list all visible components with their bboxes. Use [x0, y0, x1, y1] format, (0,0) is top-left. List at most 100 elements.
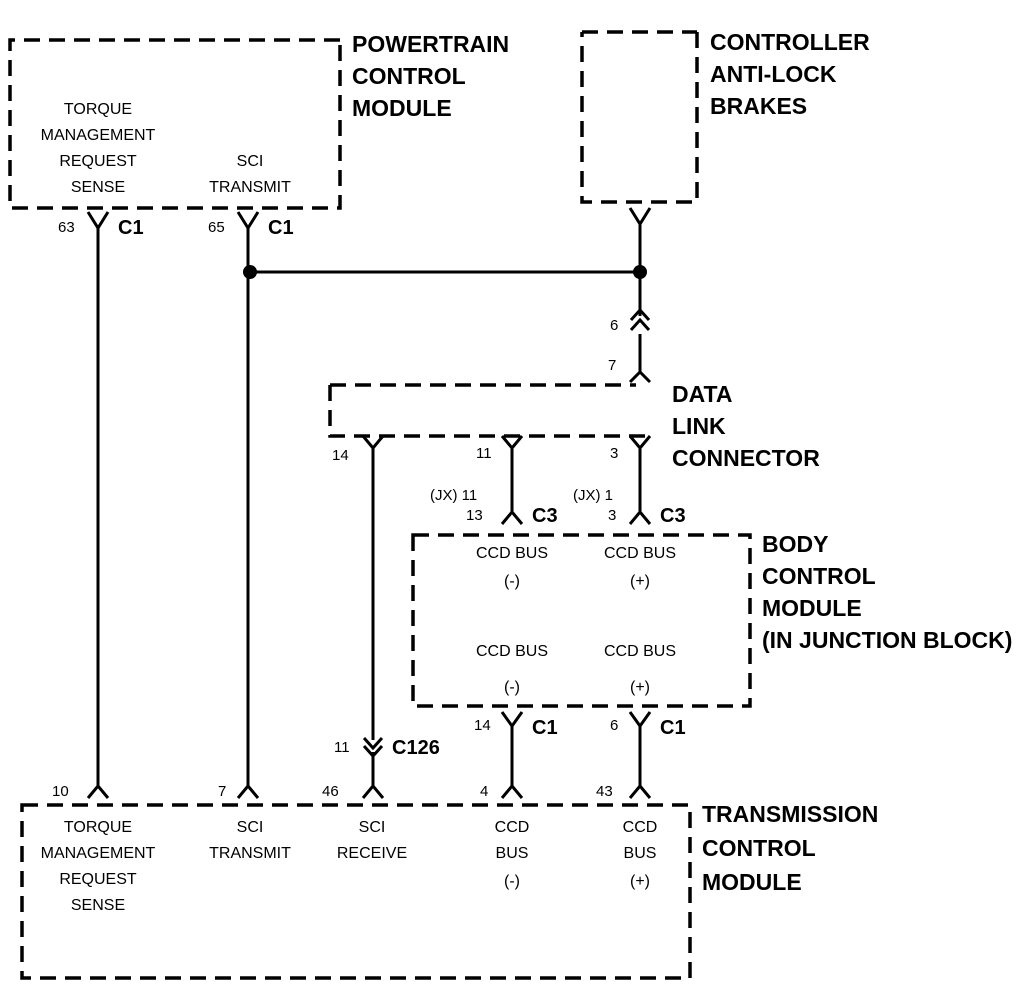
abs-label-line2: ANTI-LOCK [710, 61, 837, 87]
splice-dot-left [243, 265, 257, 279]
pcm-torque-line3: REQUEST [59, 153, 137, 170]
abs-label-line1: CONTROLLER [710, 29, 870, 55]
terminal-dlc-11 [500, 435, 524, 451]
pcm-sci-line2: TRANSMIT [209, 179, 291, 196]
pcm-label-line3: MODULE [352, 95, 452, 121]
tcm-sci-rx-line1: SCI [359, 819, 386, 836]
dlc-box [328, 383, 652, 438]
terminal-bcm-c1-14 [500, 711, 524, 729]
pcm-label: POWERTRAIN CONTROL MODULE [352, 31, 509, 121]
bcm-connector-c3-right: C3 [660, 505, 686, 527]
tcm-torque-line2: MANAGEMENT [41, 845, 156, 862]
dlc-pin-7: 7 [608, 357, 616, 374]
tcm-label-line3: MODULE [702, 869, 802, 895]
pcm-sci-line1: SCI [237, 153, 264, 170]
tcm-label-line2: CONTROL [702, 835, 816, 861]
bcm-label-line2: CONTROL [762, 563, 876, 589]
tcm-sci-tx-line1: SCI [237, 819, 264, 836]
pcm-connector-c1-left: C1 [118, 217, 144, 239]
dlc-pin-14: 14 [332, 447, 349, 464]
abs-box [580, 30, 699, 204]
terminal-tcm-7 [236, 783, 260, 799]
terminal-dlc-6 [629, 307, 651, 332]
connector-c126: C126 [392, 737, 440, 759]
tcm-ccd-neg-line3: (-) [504, 873, 520, 890]
pcm-torque-line4: SENSE [71, 179, 125, 196]
pcm-label-line2: CONTROL [352, 63, 466, 89]
bcm-c1-pin-6: 6 [610, 717, 618, 734]
bcm-top-neg-label: CCD BUS (-) [476, 545, 548, 590]
tcm-ccd-neg-signal: CCD BUS (-) [495, 819, 530, 890]
dlc-label-line2: LINK [672, 413, 726, 439]
pcm-box [8, 38, 342, 210]
splice-dot-right [633, 265, 647, 279]
tcm-sci-rx-signal: SCI RECEIVE [337, 819, 407, 862]
terminal-abs [628, 207, 652, 232]
terminal-dlc-3 [628, 435, 652, 451]
bcm-bottom-pos-line1: CCD BUS [604, 643, 676, 660]
tcm-pin-43: 43 [596, 783, 613, 800]
terminal-bcm-c3-13 [500, 509, 524, 525]
tcm-pin-7: 7 [218, 783, 226, 800]
bcm-bottom-neg-line2: (-) [504, 679, 520, 696]
bcm-bottom-pos-line2: (+) [630, 679, 650, 696]
bcm-c3-jx11: (JX) 11 [430, 487, 477, 504]
terminal-tcm-4 [500, 783, 524, 799]
terminal-tcm-10 [86, 783, 110, 799]
tcm-label: TRANSMISSION CONTROL MODULE [702, 801, 878, 895]
bcm-bottom-neg-label: CCD BUS (-) [476, 643, 548, 696]
dlc-label: DATA LINK CONNECTOR [672, 381, 820, 471]
pcm-label-line1: POWERTRAIN [352, 31, 509, 57]
tcm-torque-signal: TORQUE MANAGEMENT REQUEST SENSE [41, 819, 156, 914]
tcm-sci-tx-signal: SCI TRANSMIT [209, 819, 291, 862]
tcm-torque-line3: REQUEST [59, 871, 137, 888]
bcm-connector-c3-left: C3 [532, 505, 558, 527]
tcm-ccd-pos-line1: CCD [623, 819, 658, 836]
tcm-pin-10: 10 [52, 783, 69, 800]
dlc-pin-3: 3 [610, 445, 618, 462]
tcm-ccd-pos-signal: CCD BUS (+) [623, 819, 658, 890]
bcm-connector-c1-right: C1 [660, 717, 686, 739]
dlc-pin-6: 6 [610, 317, 618, 334]
bcm-label: BODY CONTROL MODULE (IN JUNCTION BLOCK) [762, 531, 1012, 653]
terminal-bcm-c3-3 [628, 509, 652, 525]
tcm-torque-line1: TORQUE [64, 819, 132, 836]
terminal-dlc-14 [361, 435, 385, 451]
dlc-label-line1: DATA [672, 381, 732, 407]
bcm-c1-pin-14: 14 [474, 717, 491, 734]
abs-label-line3: BRAKES [710, 93, 807, 119]
pcm-connector-c1-right: C1 [268, 217, 294, 239]
bcm-top-neg-line1: CCD BUS [476, 545, 548, 562]
bcm-label-line3: MODULE [762, 595, 862, 621]
bcm-top-neg-line2: (-) [504, 573, 520, 590]
bcm-c3-3: 3 [608, 507, 616, 524]
terminal-tcm-46 [361, 783, 385, 799]
pcm-sci-transmit-signal: SCI TRANSMIT [209, 153, 291, 196]
bcm-connector-c1-left: C1 [532, 717, 558, 739]
tcm-ccd-neg-line1: CCD [495, 819, 530, 836]
terminal-pcm-63 [86, 211, 110, 236]
terminal-c126 [362, 736, 384, 759]
bcm-top-pos-line2: (+) [630, 573, 650, 590]
tcm-ccd-pos-line3: (+) [630, 873, 650, 890]
terminal-dlc-7 [628, 369, 652, 384]
abs-label: CONTROLLER ANTI-LOCK BRAKES [710, 29, 870, 119]
bcm-top-pos-line1: CCD BUS [604, 545, 676, 562]
pcm-pin-63: 63 [58, 219, 75, 236]
tcm-pin-4: 4 [480, 783, 488, 800]
terminal-bcm-c1-6 [628, 711, 652, 729]
tcm-label-line1: TRANSMISSION [702, 801, 878, 827]
bcm-bottom-pos-label: CCD BUS (+) [604, 643, 676, 696]
pcm-torque-line2: MANAGEMENT [41, 127, 156, 144]
bcm-box [411, 533, 752, 708]
tcm-sci-rx-line2: RECEIVE [337, 845, 407, 862]
tcm-ccd-neg-line2: BUS [496, 845, 529, 862]
c126-pin-11: 11 [334, 739, 350, 756]
bcm-label-line4: (IN JUNCTION BLOCK) [762, 627, 1012, 653]
bcm-c3-jx1: (JX) 1 [573, 487, 613, 504]
tcm-sci-tx-line2: TRANSMIT [209, 845, 291, 862]
bcm-bottom-neg-line1: CCD BUS [476, 643, 548, 660]
dlc-pin-11: 11 [476, 445, 492, 462]
bcm-label-line1: BODY [762, 531, 828, 557]
